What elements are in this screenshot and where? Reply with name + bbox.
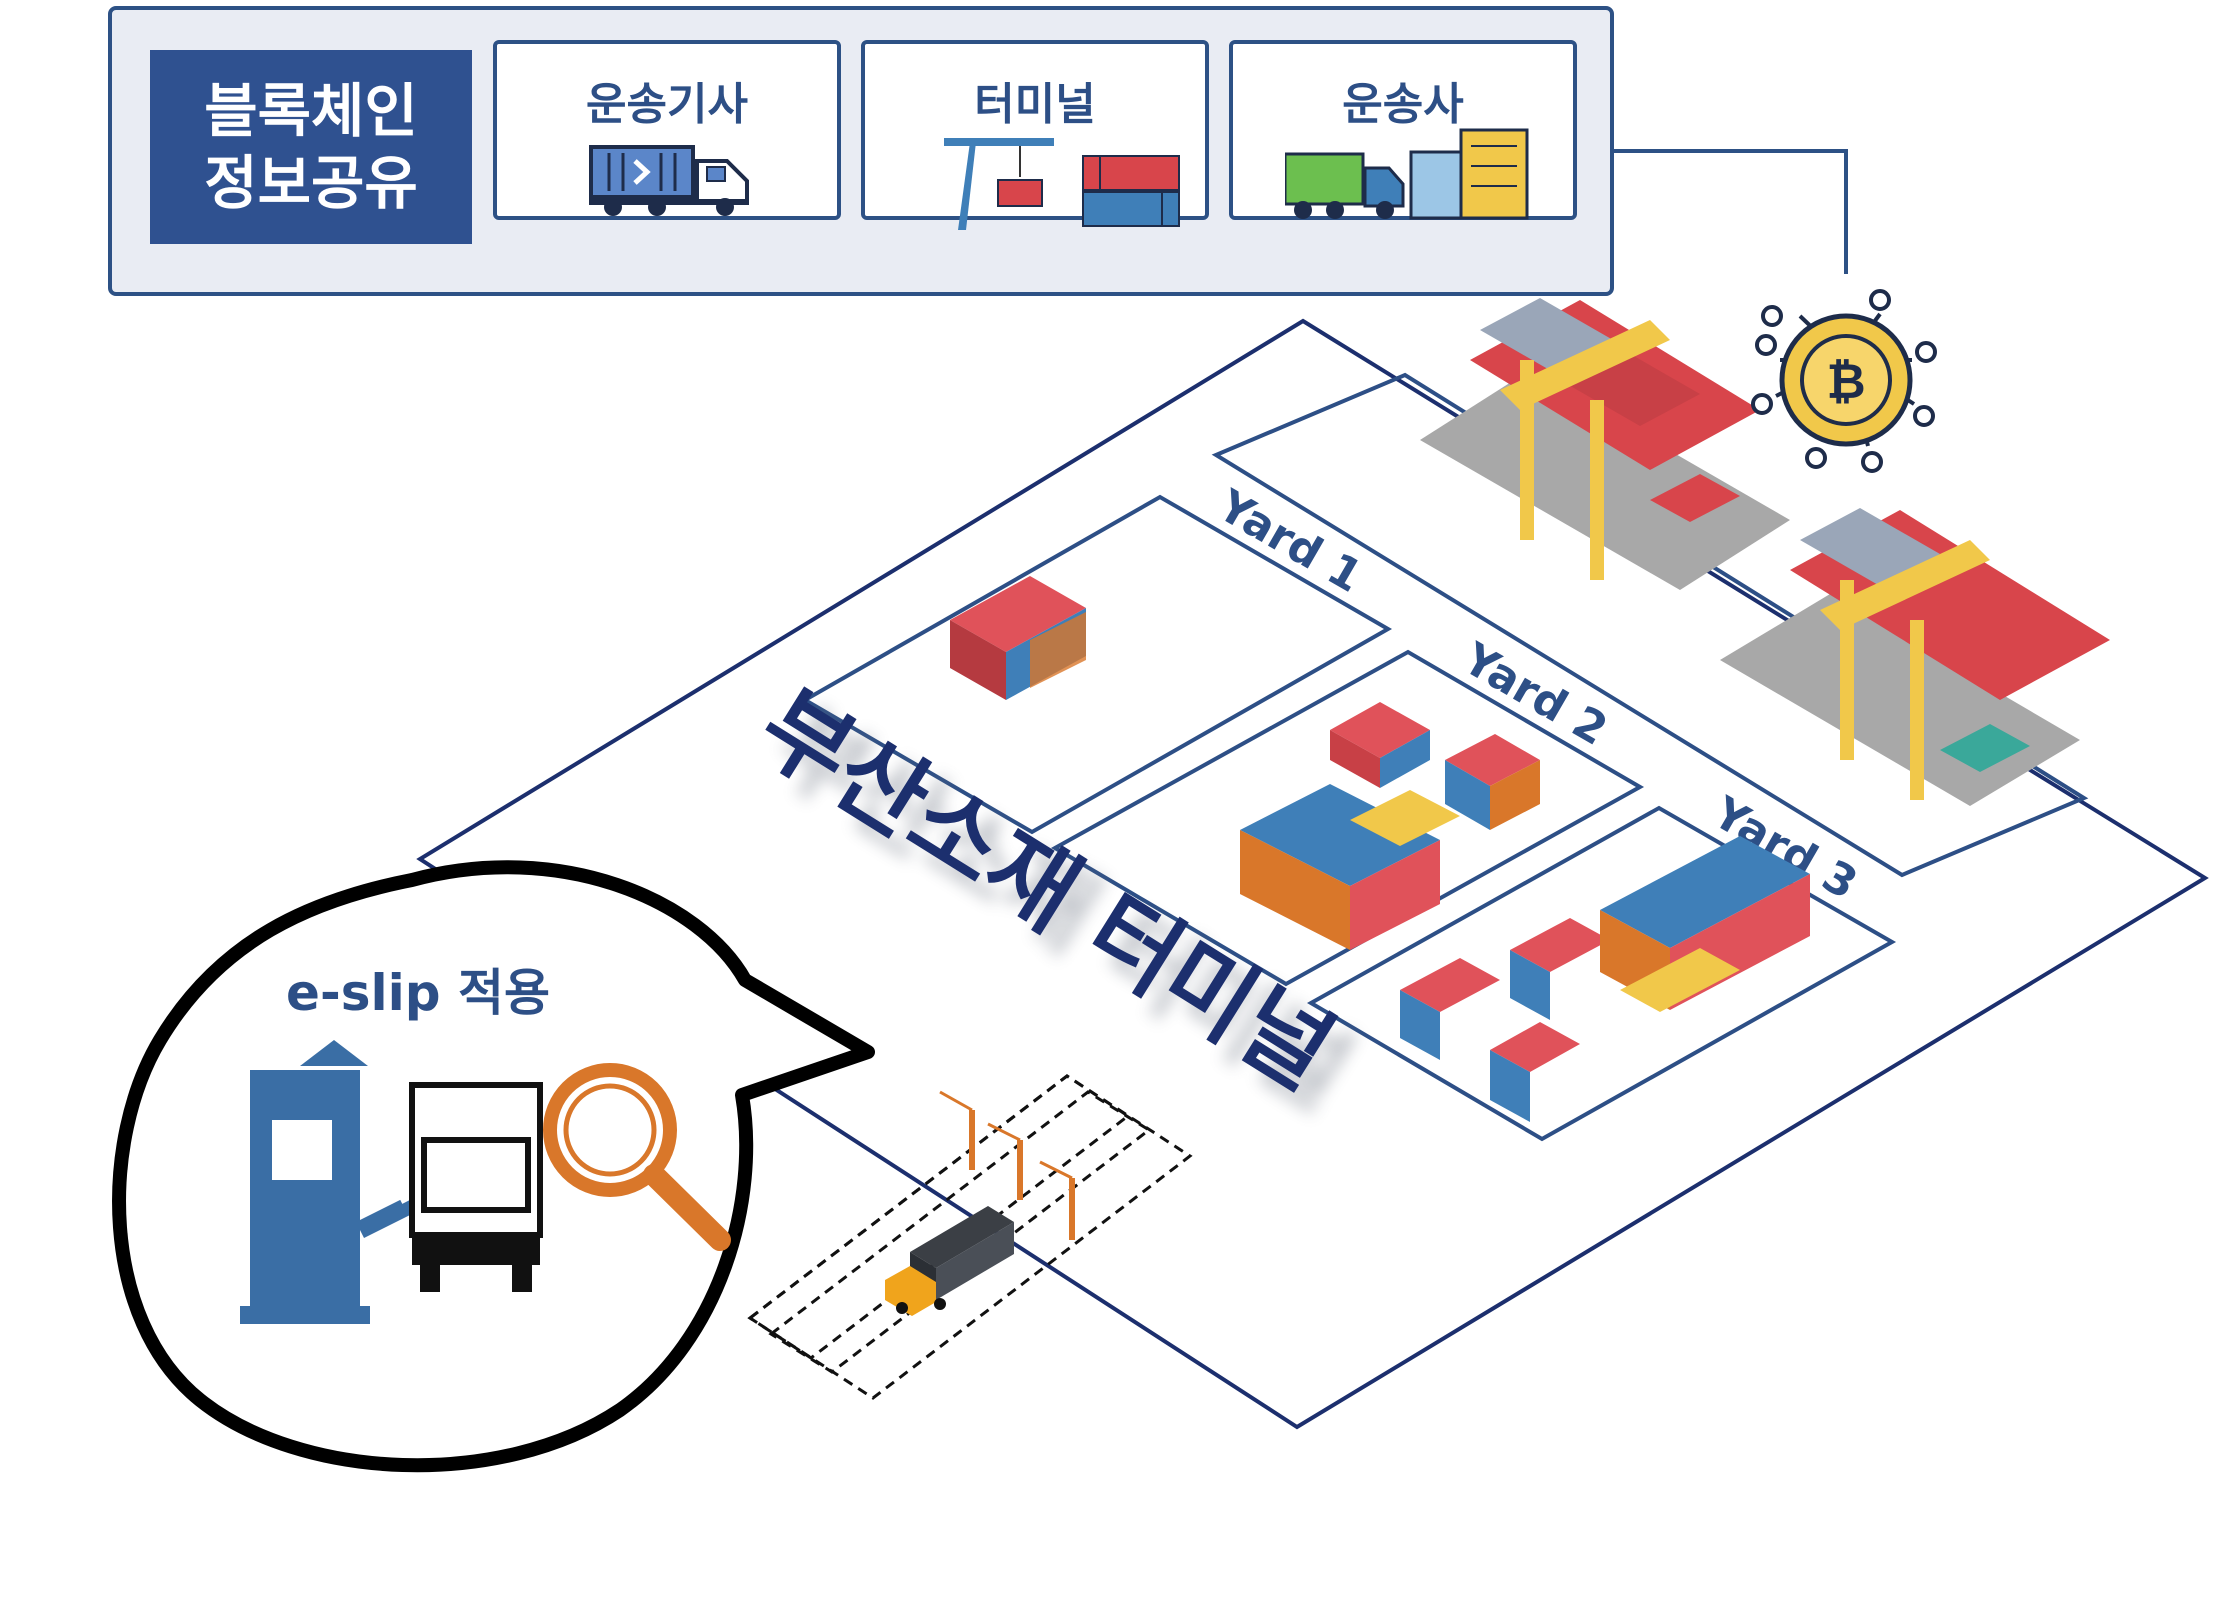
truck-front-icon	[409, 1082, 543, 1292]
blockchain-label-line1: 블록체인	[204, 77, 418, 145]
yard-3-outline	[1306, 805, 1897, 1142]
gate-lanes	[747, 1074, 1193, 1400]
gate-truck	[885, 1206, 1014, 1316]
yard-3-containers	[1400, 836, 1810, 1122]
participant-driver: 운송기사	[493, 40, 841, 220]
berth-strip-outline	[1211, 372, 2089, 878]
participant-driver-label: 운송기사	[586, 79, 748, 130]
ship-crane-cluster-2	[1720, 508, 2110, 806]
svg-text:₿: ₿	[1826, 354, 1865, 410]
ship-crane-cluster-1	[1420, 298, 1790, 590]
magnifier-icon	[543, 1063, 731, 1251]
container-truck-icon	[589, 145, 749, 216]
blockchain-coin-icon: ₿	[1751, 289, 1937, 473]
blockchain-sharing-badge: 블록체인 정보공유	[150, 50, 472, 244]
yard-2-outline	[1050, 649, 1645, 987]
participant-transport-company-label: 운송사	[1342, 79, 1464, 130]
yard-1-outline	[800, 494, 1393, 835]
participant-terminal-label: 터미널	[974, 79, 1096, 130]
truck-building-icon	[1285, 128, 1529, 220]
yard-2-containers	[1240, 702, 1540, 950]
gate-barriers	[939, 1090, 1075, 1240]
panel-connector-line	[1614, 149, 1848, 274]
participant-transport-company: 운송사	[1229, 40, 1577, 220]
eslip-callout: e-slip 적용	[112, 860, 875, 1473]
callout-title: e-slip 적용	[286, 964, 550, 1022]
crane-container-icon	[944, 138, 1180, 230]
yard-1-containers	[950, 576, 1086, 700]
blockchain-label-line2: 정보공유	[204, 149, 418, 217]
participant-terminal: 터미널	[861, 40, 1209, 230]
